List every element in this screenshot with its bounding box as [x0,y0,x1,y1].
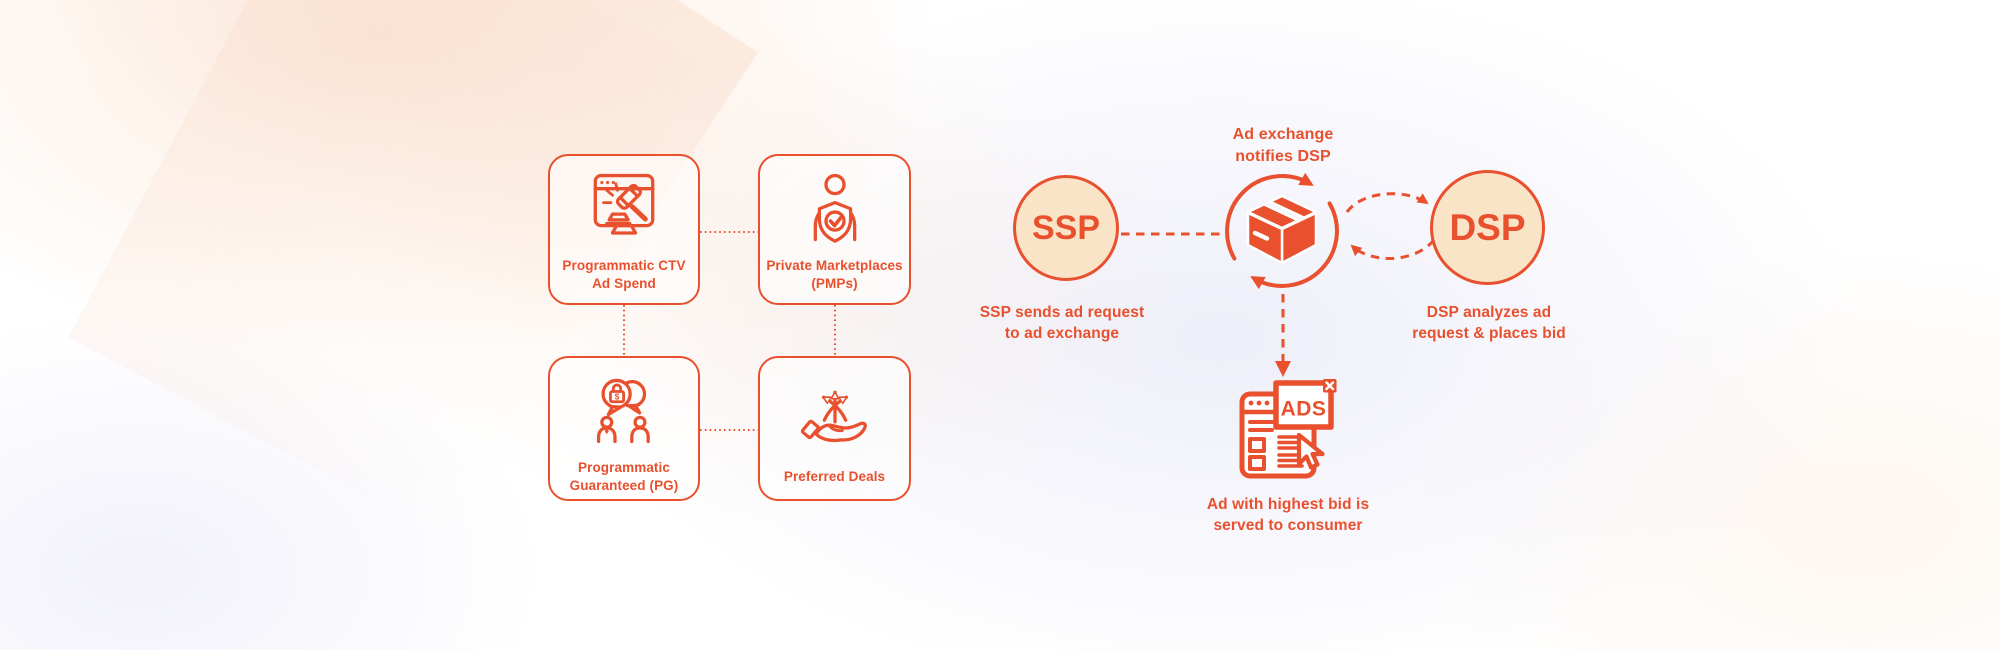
dsp-caption: DSP analyzes ad request & places bid [1412,304,1566,343]
programmatic-guaranteed-icon: $ [596,378,650,444]
card-label: Programmatic CTV Ad Spend [562,258,686,291]
package-cycle-icon [1225,172,1339,290]
ctv-auction-icon [593,173,655,235]
ad-serve-caption: Ad with highest bid is served to consume… [1206,496,1370,535]
package-box-icon [1246,194,1318,265]
ssp-label: SSP [1031,208,1101,247]
dsp-node: DSP [1430,170,1545,285]
ssp-node: SSP [1013,175,1119,281]
card-private-marketplaces: Private Marketplaces (PMPs) [758,154,911,305]
card-label: Private Marketplaces (PMPs) [766,258,903,291]
lock-dollar-glyph: $ [615,393,620,402]
exchange-caption: Ad exchange notifies DSP [1232,126,1334,166]
card-programmatic-ctv-ad-spend: Programmatic CTV Ad Spend [548,154,700,305]
ads-popup-text: ADS [1281,398,1327,421]
cursor-icon [1296,432,1325,470]
card-label: Programmatic Guaranteed (PG) [569,460,679,493]
private-marketplace-icon [813,173,856,243]
cycle-arc-top [1225,172,1314,261]
cycle-arc-bottom [1250,201,1339,290]
close-icon [1323,379,1337,393]
preferred-deals-icon [800,390,867,443]
ad-browser-cursor-icon: ADS [1239,379,1337,479]
card-preferred-deals: Preferred Deals [758,356,911,501]
dsp-label: DSP [1449,206,1526,248]
card-label: Preferred Deals [783,469,886,485]
card-programmatic-guaranteed: $ Programmatic Guaranteed (PG) [548,356,700,501]
ssp-caption: SSP sends ad request to ad exchange [979,304,1145,343]
